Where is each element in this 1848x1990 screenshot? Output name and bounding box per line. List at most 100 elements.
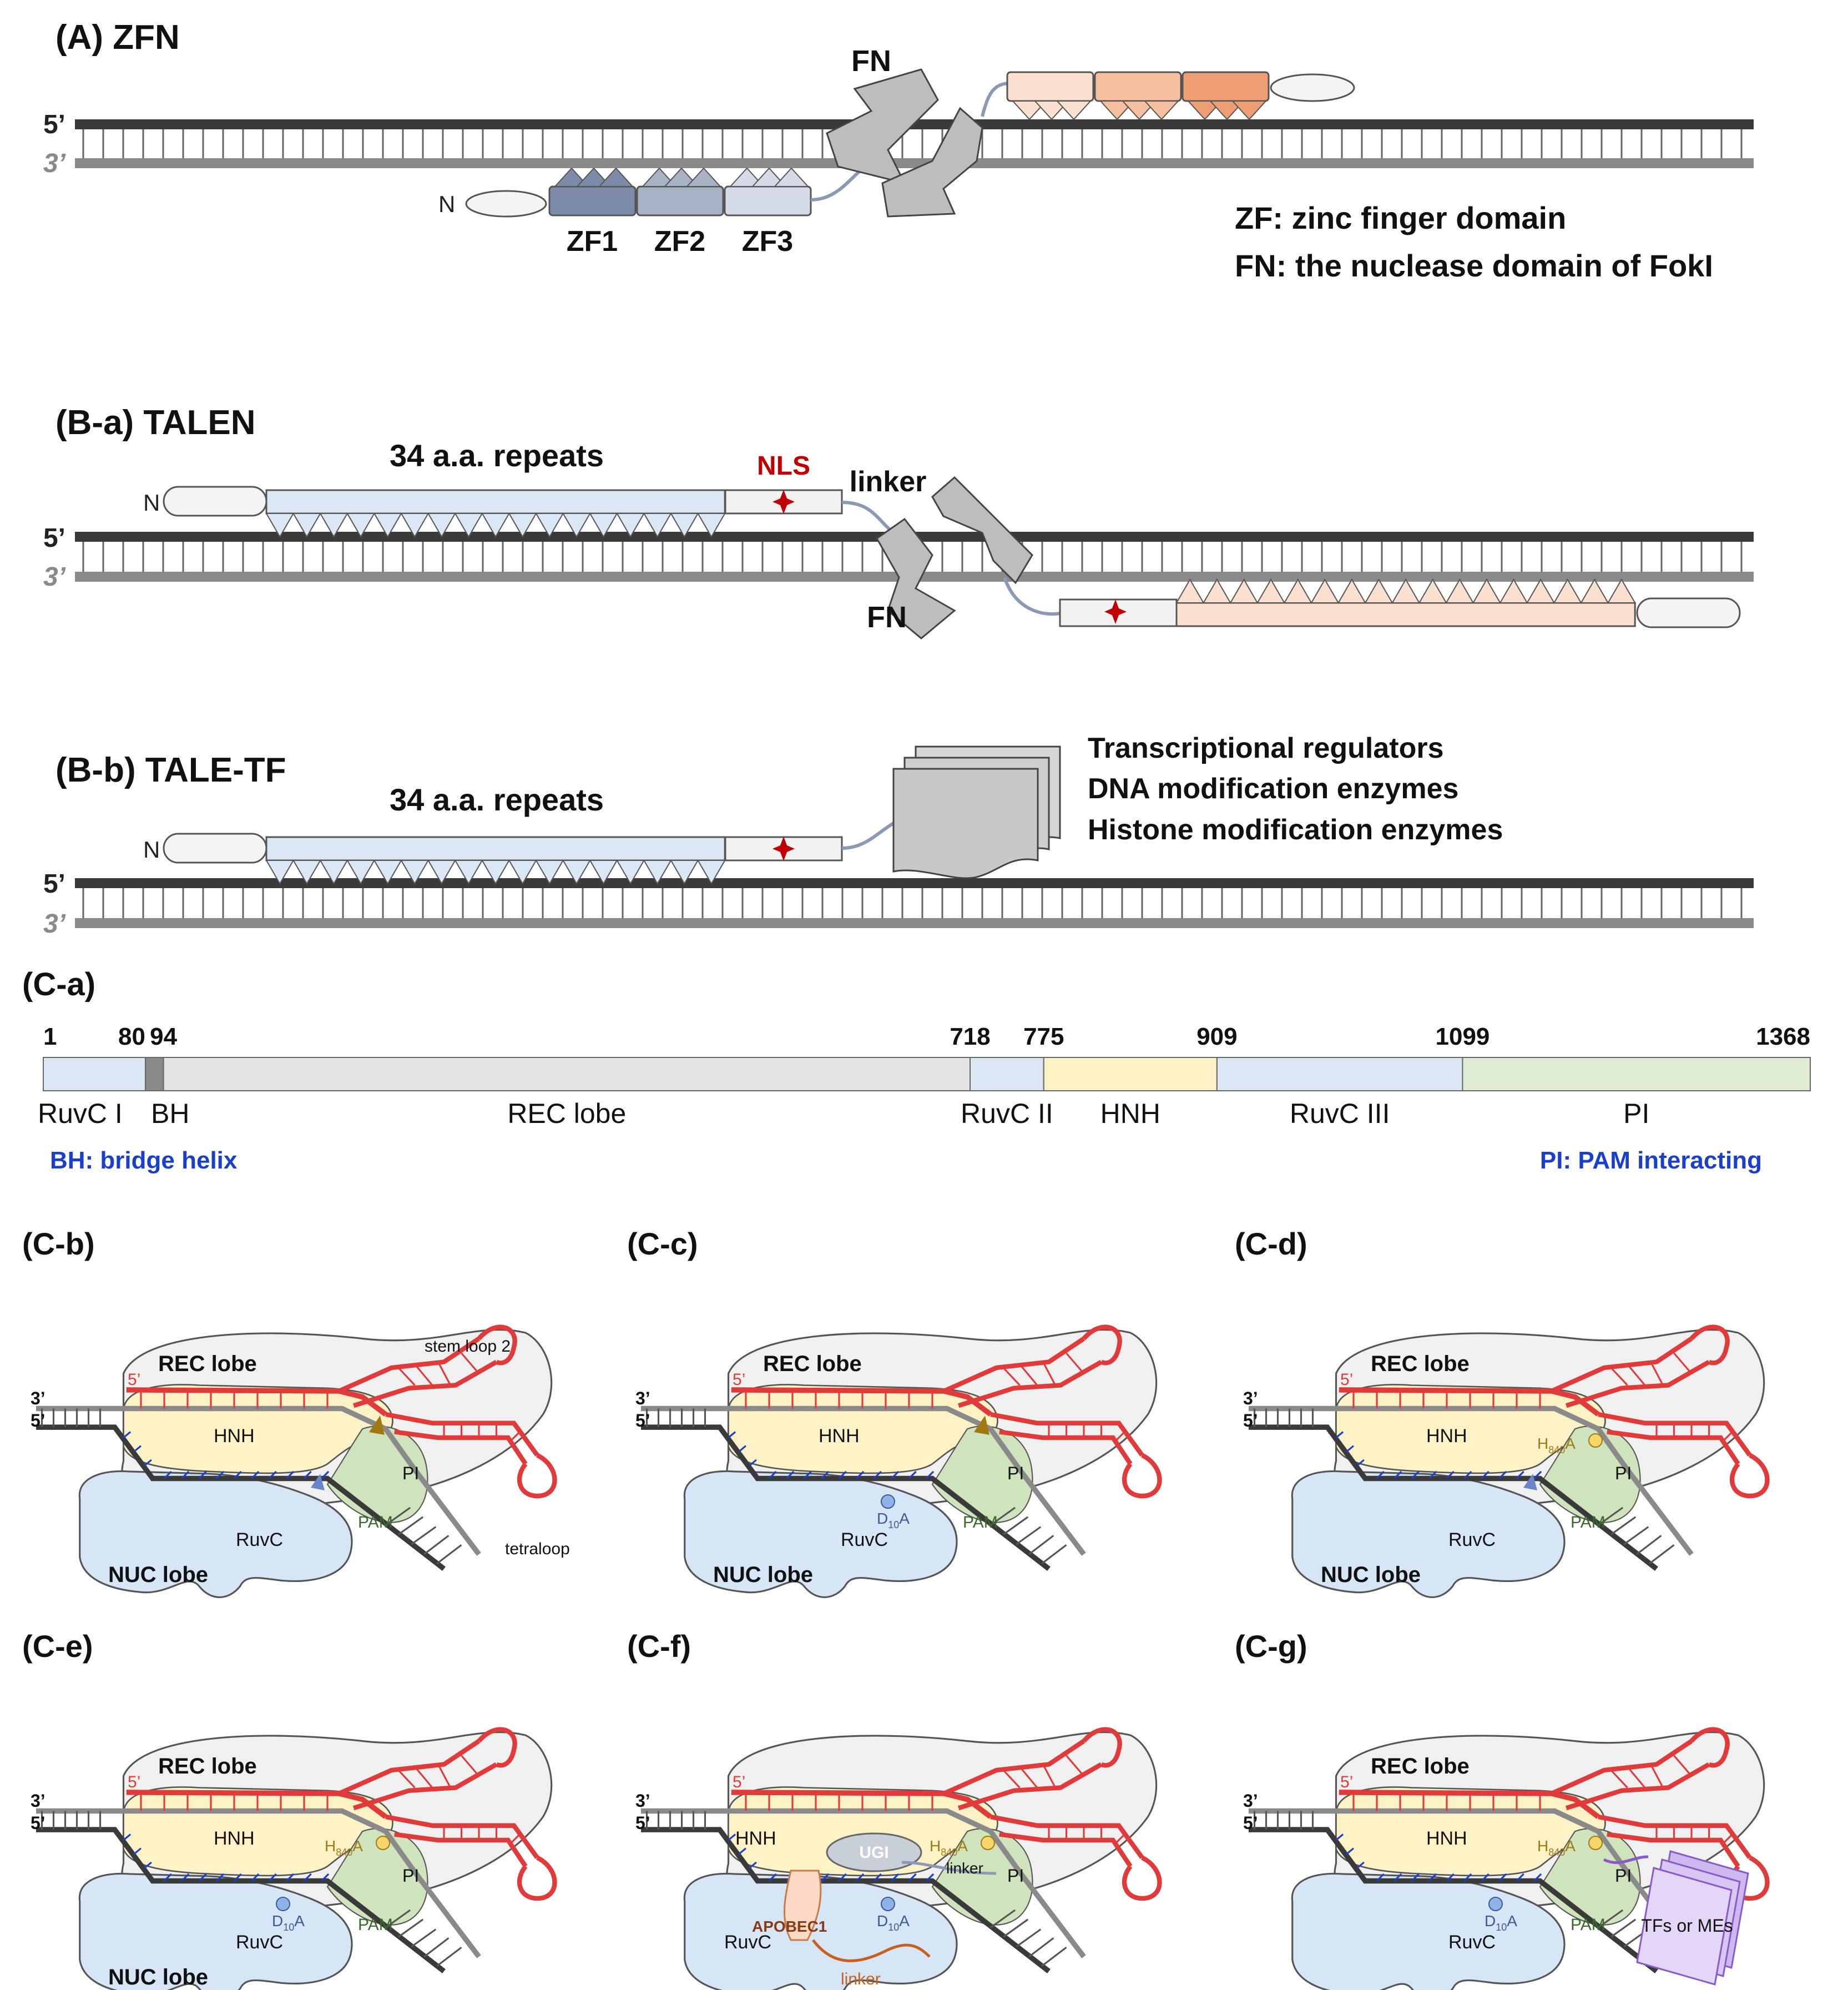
rec-lobe-label: REC lobe bbox=[763, 1352, 862, 1376]
rna-five-prime-label: 5’ bbox=[1340, 1371, 1353, 1389]
hnh-label: HNH bbox=[819, 1425, 860, 1447]
h840a-mutation-icon bbox=[1588, 1433, 1603, 1448]
hnh-label: HNH bbox=[735, 1828, 776, 1849]
pam-label: PAM bbox=[963, 1513, 998, 1531]
domain-name-label: RuvC III bbox=[1290, 1098, 1390, 1129]
cas9-panel-label: (C-f) bbox=[627, 1629, 691, 1664]
pi-label: PI bbox=[1007, 1463, 1024, 1483]
domain-position-label: 80 bbox=[118, 1023, 145, 1050]
domain-segment bbox=[145, 1057, 164, 1091]
d10a-mutation-icon bbox=[1488, 1897, 1503, 1911]
hnh-label: HNH bbox=[214, 1425, 255, 1447]
repeats-label-bb: 34 a.a. repeats bbox=[390, 782, 604, 817]
zf-linker-a-right bbox=[981, 82, 1011, 117]
repeats-label-ba: 34 a.a. repeats bbox=[390, 438, 604, 473]
three-prime-label: 3’ bbox=[635, 1388, 650, 1408]
rec-lobe-label: REC lobe bbox=[1371, 1352, 1470, 1376]
five-prime-label: 5’ bbox=[1243, 1813, 1258, 1833]
legend-zf: ZF: zinc finger domain bbox=[1235, 200, 1566, 235]
strand-5-label-bb: 5’ bbox=[43, 869, 65, 899]
hnh-label: HNH bbox=[1426, 1425, 1467, 1447]
d10a-label: D10A bbox=[877, 1912, 910, 1933]
cas9-complex bbox=[1249, 1327, 1768, 1598]
pi-label: PI bbox=[1615, 1463, 1632, 1483]
ruvc-label: RuvC bbox=[1448, 1932, 1496, 1953]
three-prime-label: 3’ bbox=[31, 1791, 46, 1811]
legend-fn: FN: the nuclease domain of FokI bbox=[1235, 248, 1713, 283]
rec-lobe-label: REC lobe bbox=[158, 1754, 257, 1779]
domain-segment bbox=[1462, 1057, 1811, 1091]
effector-domain-stack bbox=[892, 745, 1061, 879]
ugi-domain bbox=[826, 1832, 922, 1872]
cas9-complex bbox=[36, 1730, 554, 1990]
tale-repeats-left bbox=[265, 489, 726, 538]
tale-repeats-bb bbox=[265, 836, 726, 885]
domain-segment bbox=[163, 1057, 971, 1091]
d10a-label: D10A bbox=[877, 1510, 910, 1530]
effector-linker bbox=[841, 820, 897, 850]
nuc-lobe-label: NUC lobe bbox=[713, 1563, 813, 1587]
nls-star-ba bbox=[772, 490, 795, 514]
nls-star-bb bbox=[772, 837, 795, 861]
domain-position-label: 94 bbox=[150, 1023, 177, 1050]
cas9-panel-label: (C-d) bbox=[1235, 1226, 1307, 1261]
domain-position-label: 1368 bbox=[1756, 1023, 1810, 1050]
zf-right-3 bbox=[1181, 71, 1270, 120]
hnh-cut-site-icon bbox=[369, 1415, 385, 1435]
rna-five-prime-label: 5’ bbox=[733, 1773, 745, 1791]
n-label-bb: N bbox=[143, 837, 160, 863]
h840a-mutation-icon bbox=[981, 1836, 995, 1850]
domain-position-label: 1 bbox=[43, 1023, 57, 1050]
ruvc-label: RuvC bbox=[841, 1529, 888, 1550]
nuc-lobe-label: NUC lobe bbox=[108, 1965, 208, 1989]
domain-name-label: BH bbox=[151, 1098, 189, 1129]
bh-note: BH: bridge helix bbox=[50, 1147, 238, 1174]
strand-5-label-ba: 5’ bbox=[43, 523, 65, 553]
cas9-complex bbox=[641, 1327, 1160, 1598]
effector-sheet-front bbox=[1636, 1867, 1733, 1986]
cas9-panel: (C-g)3’5’5’REC lobeHNHPIPAMRuvCD10AH840A… bbox=[1235, 1629, 1768, 1990]
n-terminal-domain-bb bbox=[163, 833, 267, 864]
rna-five-prime-label: 5’ bbox=[128, 1773, 140, 1791]
d10a-mutation-icon bbox=[881, 1897, 895, 1911]
rna-five-prime-label: 5’ bbox=[128, 1371, 140, 1389]
ugi-linker bbox=[901, 1861, 997, 1875]
ruvc-label: RuvC bbox=[724, 1932, 771, 1953]
zf-right-2 bbox=[1094, 71, 1182, 120]
three-prime-label: 3’ bbox=[1243, 1791, 1258, 1811]
pam-label: PAM bbox=[358, 1916, 393, 1934]
h840a-mutation-icon bbox=[1588, 1836, 1603, 1850]
nls-star-ba-right bbox=[1104, 599, 1127, 624]
domain-segment bbox=[1043, 1057, 1218, 1091]
strand-3-label-ba: 3’ bbox=[43, 562, 66, 592]
tetraloop-label: tetraloop bbox=[505, 1540, 570, 1558]
five-prime-label: 5’ bbox=[31, 1410, 46, 1430]
ugi-linker-label: linker bbox=[946, 1860, 983, 1877]
strand-3-label-a: 3’ bbox=[43, 149, 66, 178]
domain-name-label: RuvC I bbox=[38, 1098, 123, 1129]
three-prime-label: 3’ bbox=[635, 1791, 650, 1811]
zf2-label: ZF2 bbox=[654, 225, 705, 258]
n-terminus-label: N bbox=[438, 191, 455, 217]
pam-label: PAM bbox=[358, 1513, 393, 1531]
ruvc-label: RuvC bbox=[236, 1932, 283, 1953]
n-terminal-domain-ba bbox=[163, 486, 267, 517]
zf3-domain bbox=[724, 167, 812, 216]
ruvc-cut-site-icon bbox=[1523, 1474, 1537, 1490]
d10a-label: D10A bbox=[1485, 1912, 1517, 1933]
panel-a-title: (A) ZFN bbox=[55, 18, 180, 57]
rec-lobe-label: REC lobe bbox=[1371, 1754, 1470, 1779]
cas9-panel-label: (C-b) bbox=[22, 1226, 95, 1261]
panel-ba-title: (B-a) TALEN bbox=[55, 404, 255, 442]
zf1-label: ZF1 bbox=[567, 225, 618, 258]
apobec-linker bbox=[812, 1939, 931, 1962]
linker-label: linker bbox=[850, 466, 927, 498]
pi-label: PI bbox=[402, 1866, 419, 1886]
cas9-domain-bar bbox=[43, 1057, 1811, 1091]
domain-position-label: 718 bbox=[950, 1023, 990, 1050]
